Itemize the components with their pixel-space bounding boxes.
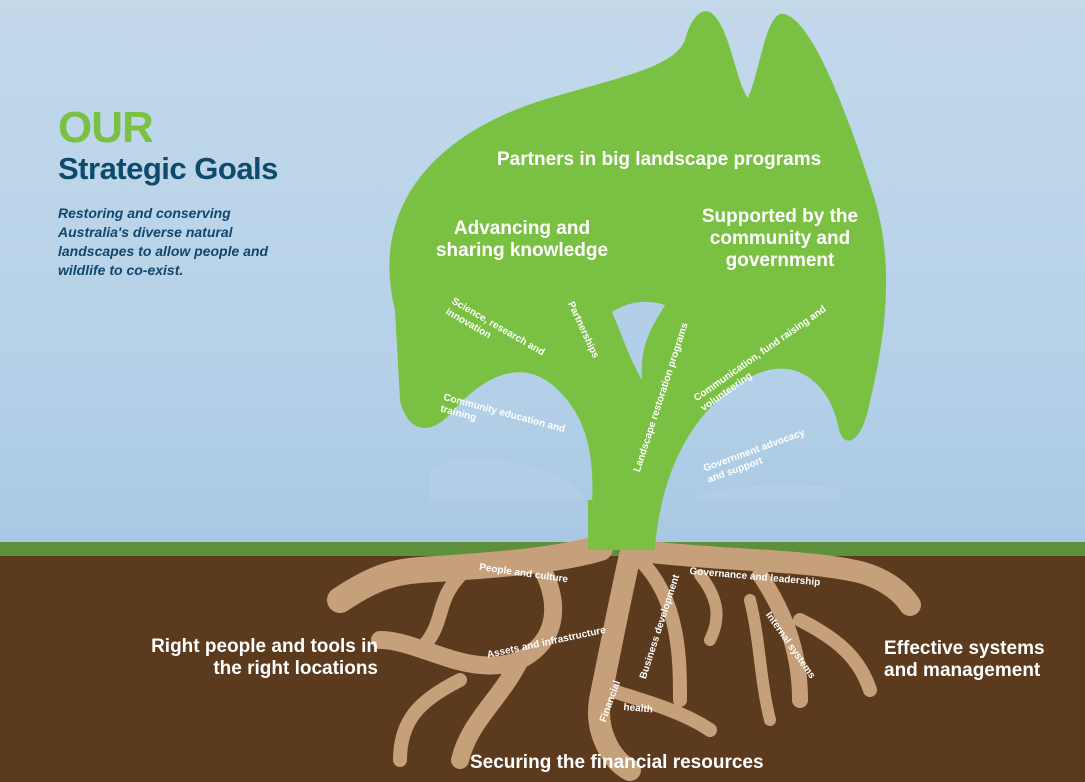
tree-canopy	[389, 11, 887, 546]
tree-trunk	[588, 500, 655, 550]
goal-right-people: Right people and tools in the right loca…	[151, 636, 378, 679]
subtitle: Restoring and conserving Australia's div…	[58, 205, 269, 278]
root-label: health	[623, 702, 654, 716]
goal-knowledge: Advancing and sharing knowledge	[435, 218, 609, 261]
goal-effective-systems: Effective systems and management	[884, 638, 1045, 681]
goal-partners: Partners in big landscape programs	[497, 149, 822, 170]
roots	[327, 535, 921, 781]
goal-financial: Securing the financial resources	[470, 752, 764, 773]
branch-gaps	[430, 301, 840, 500]
title-our: OUR	[58, 103, 154, 152]
title-strategic-goals: Strategic Goals	[58, 151, 278, 186]
goal-community: Supported by the community and governmen…	[701, 206, 859, 271]
